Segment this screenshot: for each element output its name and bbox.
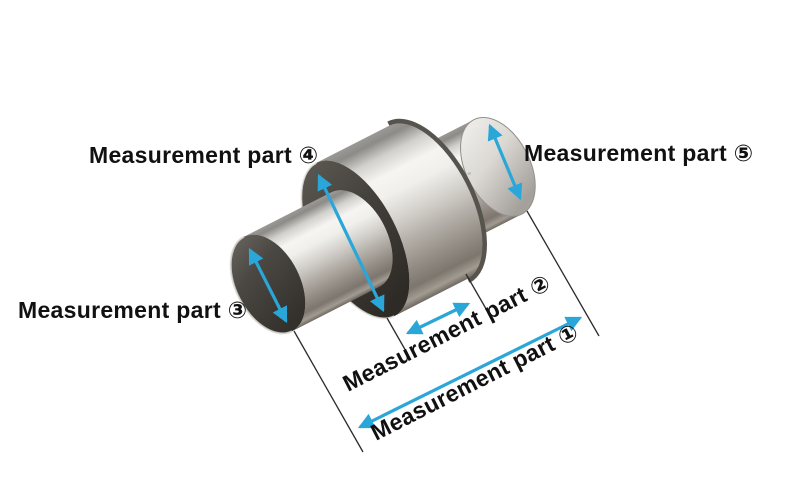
measurement-label-3: Measurement part ③ <box>18 297 247 323</box>
shaft-disc <box>316 123 483 317</box>
extension-line-step <box>465 273 490 315</box>
measurement-label-1: Measurement part ① <box>366 318 582 445</box>
measurement-arrow-5 <box>487 123 523 201</box>
measurement-arrow-4 <box>317 173 385 313</box>
measurement-arrow-1 <box>357 316 583 429</box>
extension-line-left <box>293 330 364 453</box>
shaft-render <box>229 116 536 335</box>
measurement-arrows <box>248 123 583 429</box>
extension-line-right <box>526 210 600 337</box>
measurement-label-4: Measurement part ④ <box>89 142 318 168</box>
measurement-label-5: Measurement part ⑤ <box>524 140 753 166</box>
shaft-left-face-highlight <box>229 235 293 335</box>
measurement-arrow-3 <box>248 247 288 324</box>
